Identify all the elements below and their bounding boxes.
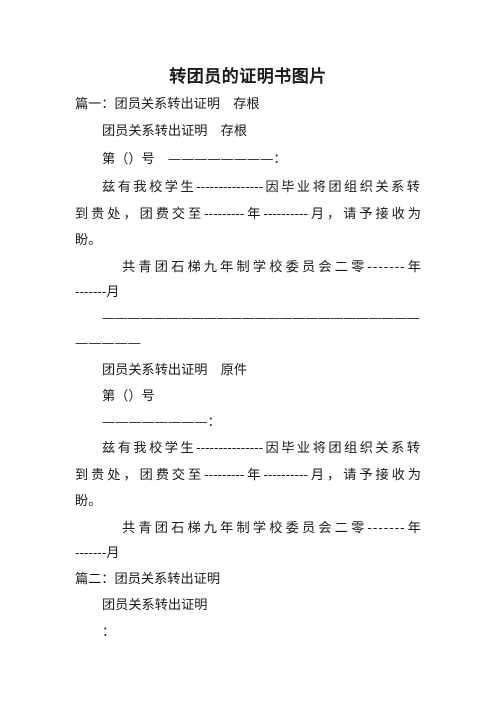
original-body-line-1: 兹有我校学生---------------因毕业将团组织关系转	[102, 441, 420, 456]
part1-heading: 篇一：团员关系转出证明 存根	[75, 97, 260, 112]
part2-heading: 篇二：团员关系转出证明	[75, 572, 221, 587]
original-blank-line: ————————：	[102, 415, 221, 430]
original-body-line-3: 盼。	[75, 494, 102, 509]
stub-body-line-3: 盼。	[75, 233, 102, 248]
original-body-line-2: 到贵处，团费交至---------年----------月，请予接收为	[75, 468, 421, 483]
stub-body-line-2: 到贵处，团费交至---------年----------月，请予接收为	[75, 207, 421, 222]
stub-signature-line-2: -------月	[75, 285, 120, 300]
original-signature-line-2: -------月	[75, 546, 120, 561]
stub-body-line-1: 兹有我校学生---------------因毕业将团组织关系转	[102, 180, 420, 195]
original-title: 团员关系转出证明 原件	[102, 363, 248, 378]
part2-title: 团员关系转出证明	[102, 598, 208, 613]
original-number-line: 第（）号	[102, 389, 155, 404]
part2-colon-line: ：	[102, 625, 116, 640]
separator-line-1: ——————————————————————————	[102, 311, 420, 326]
separator-line-2: —————	[75, 336, 141, 351]
stub-title: 团员关系转出证明 存根	[102, 124, 248, 139]
original-signature-line-1: 共青团石梯九年制学校委员会二零-------年	[122, 521, 422, 536]
stub-signature-line-1: 共青团石梯九年制学校委员会二零-------年	[122, 260, 422, 275]
stub-number-line: 第（）号 ————————：	[102, 152, 287, 167]
document-title: 转团员的证明书图片	[169, 67, 327, 87]
